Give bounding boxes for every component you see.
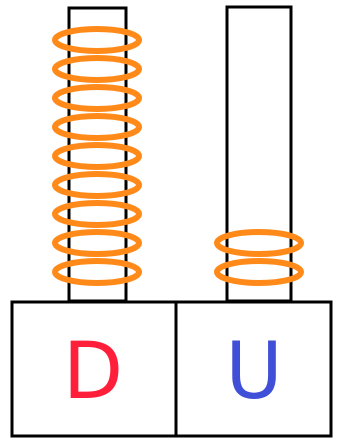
bead-tens-3	[52, 200, 142, 228]
bead-tens-6	[52, 113, 142, 141]
bead-tens-1	[52, 258, 142, 286]
bead-tens-7	[52, 84, 142, 112]
bead-units-2	[214, 229, 304, 257]
bead-tens-5	[52, 142, 142, 170]
bead-tens-8	[52, 55, 142, 83]
bead-units-1	[214, 258, 304, 286]
bead-tens-4	[52, 171, 142, 199]
bead-tens-9	[52, 26, 142, 54]
bead-tens-2	[52, 229, 142, 257]
rod-label-tens: D	[62, 327, 124, 417]
rod-label-units: U	[225, 327, 283, 417]
abacus-base	[10, 300, 333, 438]
